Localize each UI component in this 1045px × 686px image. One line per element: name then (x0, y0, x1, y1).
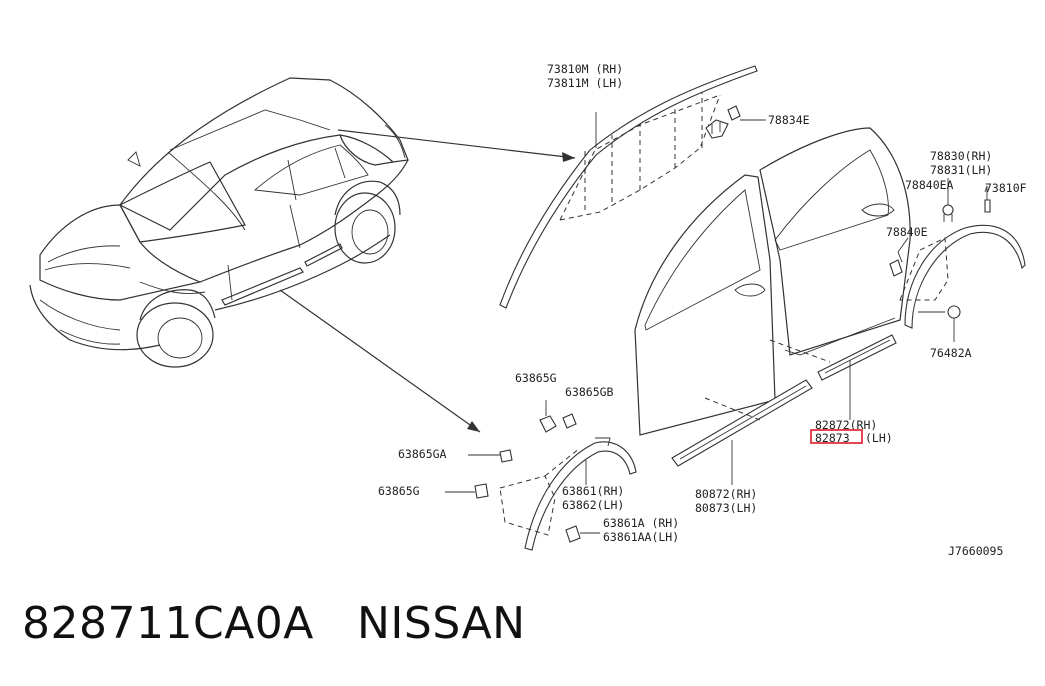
front-wheelarch-molding (445, 400, 637, 551)
leader-lines (762, 119, 988, 253)
label-80873: 80873(LH) (695, 501, 757, 515)
front-door-molding-part (671, 379, 813, 485)
label-63861aa: 63861AA(LH) (603, 530, 679, 544)
clip-78834e (705, 105, 762, 139)
label-78831: 78831(LH) (930, 163, 992, 177)
label-78840ea: 78840EA (905, 178, 954, 192)
roof-molding-part (499, 65, 758, 309)
label-73810m: 73810M (RH) (547, 62, 623, 76)
label-82873: 82873 (815, 431, 850, 445)
diagram-code: J7660095 (948, 544, 1003, 558)
label-76482a: 76482A (930, 346, 972, 360)
label-73811m: 73811M (LH) (547, 76, 623, 90)
label-63865gb: 63865GB (565, 385, 614, 399)
part-labels: 73810M (RH) 73811M (LH) 78834E 78830(RH)… (378, 62, 1027, 558)
arrow-roof-to-molding (337, 129, 576, 162)
part-number: 828711CA0A (22, 598, 314, 649)
label-82873-side: (LH) (865, 431, 893, 445)
highlight-box (810, 429, 863, 444)
label-78834e: 78834E (768, 113, 810, 127)
car-illustration (29, 77, 409, 368)
label-63861: 63861(RH) (562, 484, 624, 498)
label-73810f: 73810F (985, 181, 1027, 195)
label-78840e: 78840E (886, 225, 928, 239)
label-63865ga: 63865GA (398, 447, 447, 461)
label-82872: 82872(RH) (815, 418, 877, 432)
door-panels (634, 127, 911, 436)
label-63865g-left: 63865G (378, 484, 420, 498)
label-63865g-top: 63865G (515, 371, 557, 385)
arrow-side-to-wheelarch (279, 289, 481, 433)
label-63862: 63862(LH) (562, 498, 624, 512)
label-78830: 78830(RH) (930, 149, 992, 163)
rear-door-molding-part (769, 334, 897, 420)
brand-name: NISSAN (357, 598, 526, 649)
rear-wheelarch-molding (889, 186, 1026, 342)
label-63861a: 63861A (RH) (603, 516, 679, 530)
label-80872: 80872(RH) (695, 487, 757, 501)
